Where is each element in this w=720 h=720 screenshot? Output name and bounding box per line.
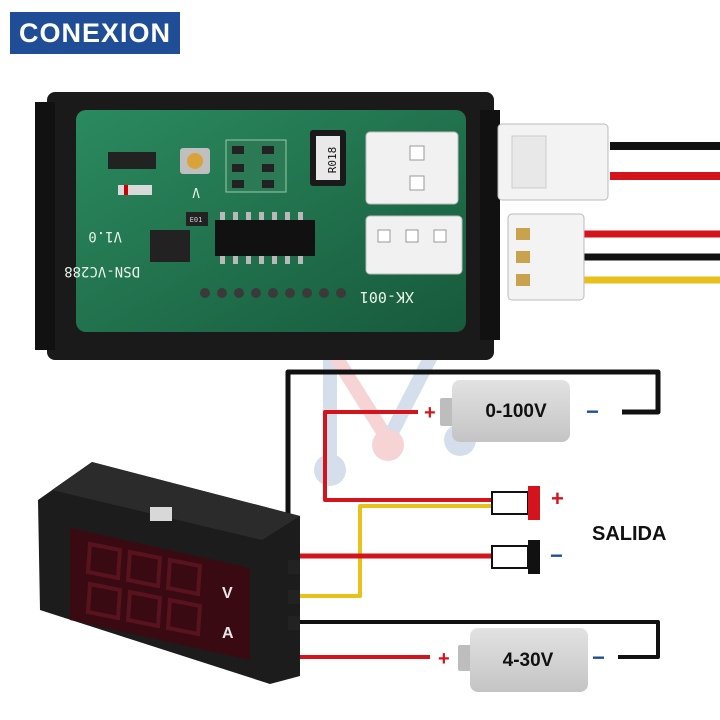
wire-yellow [292, 504, 492, 598]
pcb-version: V1.0 [88, 228, 122, 244]
plug-3pin [507, 213, 720, 301]
pcb-model: DSN-VC288 [64, 263, 140, 279]
output-terminal-negative [491, 540, 540, 574]
battery-bottom: 4-30V [458, 628, 588, 692]
display-unit-v: V [222, 585, 233, 602]
battery-bottom-negative: − [592, 645, 605, 670]
microcontroller-chip [215, 220, 315, 256]
display-unit-a: A [222, 625, 234, 642]
connector-3pin [365, 215, 463, 275]
display-screen [70, 528, 250, 660]
pcb-module: V R018 E01 V1.0 DSN-VC288 XK-001 [35, 92, 500, 360]
wire-red-top-source [323, 410, 492, 502]
battery-bottom-positive: + [438, 648, 450, 670]
pot-label: V [192, 184, 200, 199]
wire-black-top-frame [285, 369, 661, 520]
output-positive-sign: + [551, 486, 564, 511]
pcb-pins [200, 288, 346, 298]
output-label: SALIDA [592, 523, 666, 545]
wire-black-bottom-frame [292, 620, 660, 659]
connector-label: XK-001 [360, 288, 414, 306]
page-title: CONEXION [10, 12, 180, 54]
output-negative-sign: − [550, 543, 563, 568]
voltmeter-display: V A [38, 462, 300, 684]
battery-top-positive: + [424, 402, 436, 424]
smd-component [108, 152, 156, 169]
plug-2pin [497, 123, 720, 201]
connector-2pin [365, 131, 459, 205]
battery-top: 0-100V [440, 380, 570, 442]
chip-label: E01 [190, 216, 203, 224]
resistor-label: R018 [326, 147, 339, 174]
battery-bottom-label: 4-30V [503, 650, 554, 671]
battery-top-negative: − [586, 399, 599, 424]
battery-top-label: 0-100V [485, 401, 547, 422]
output-terminal-positive [491, 486, 540, 520]
